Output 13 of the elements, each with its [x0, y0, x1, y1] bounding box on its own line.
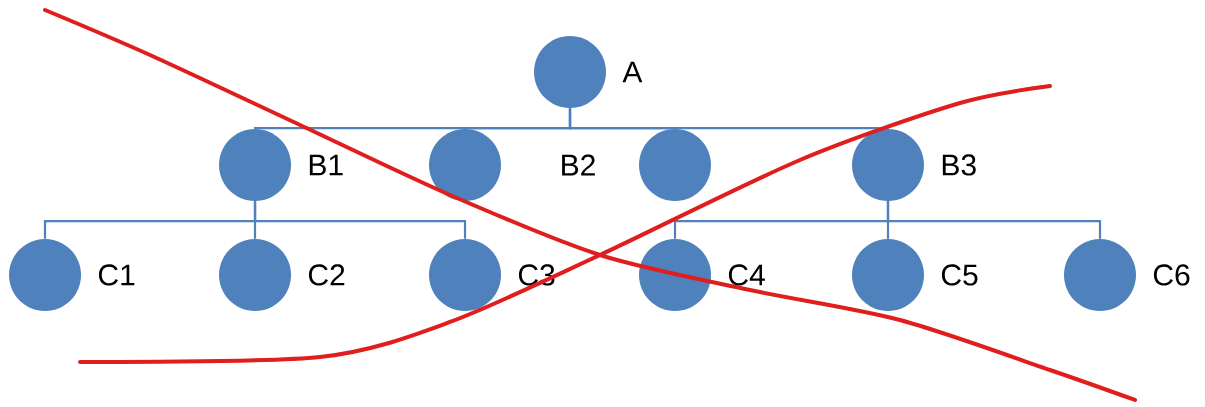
- node-label: B1: [309, 154, 343, 176]
- node-label: A: [622, 61, 643, 83]
- node-label: B3: [942, 154, 976, 176]
- circle: [429, 129, 501, 201]
- node-label: C1: [98, 264, 135, 286]
- label: B2: [562, 154, 595, 176]
- node-label: C5: [941, 264, 978, 286]
- connector-line: [886, 201, 1102, 239]
- connector-line: [253, 201, 467, 239]
- node-label: C6: [1153, 264, 1190, 286]
- circle: [639, 129, 711, 201]
- node-label: C4: [728, 264, 765, 286]
- node-label: C2: [308, 264, 345, 286]
